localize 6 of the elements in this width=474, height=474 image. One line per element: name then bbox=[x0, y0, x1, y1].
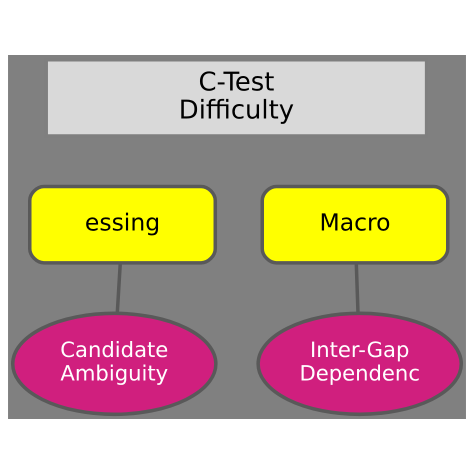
node-box: Macro bbox=[260, 184, 450, 265]
connector bbox=[116, 262, 122, 314]
node-ellipse: Inter-Gap Dependenc bbox=[256, 312, 464, 416]
connector bbox=[354, 262, 360, 314]
node-ellipse: Candidate Ambiguity bbox=[10, 312, 218, 416]
node-box: essing bbox=[28, 184, 218, 265]
